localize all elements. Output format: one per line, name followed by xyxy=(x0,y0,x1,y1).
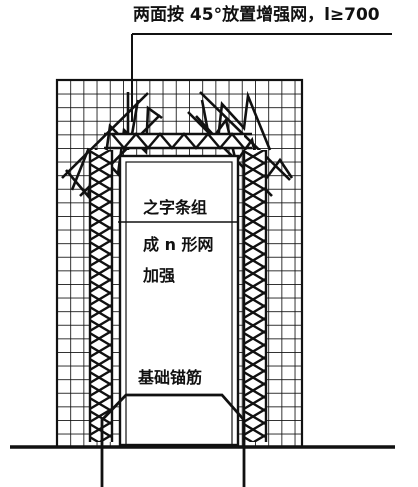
zigzag-strip-label: 之字条组 xyxy=(141,198,210,217)
leader-line xyxy=(131,33,392,122)
foundation-anchor-bars xyxy=(100,393,246,487)
top-annotation-label: 两面按 45°放置增强网，l≥700 xyxy=(133,5,380,25)
vertical-truss-right xyxy=(242,150,268,442)
reinforce-label: 加强 xyxy=(141,266,178,285)
n-shape-net-label: 成 n 形网 xyxy=(141,235,216,254)
top-truss xyxy=(104,132,252,150)
vertical-truss-left xyxy=(88,150,114,442)
foundation-anchor-label: 基础锚筋 xyxy=(136,368,205,387)
